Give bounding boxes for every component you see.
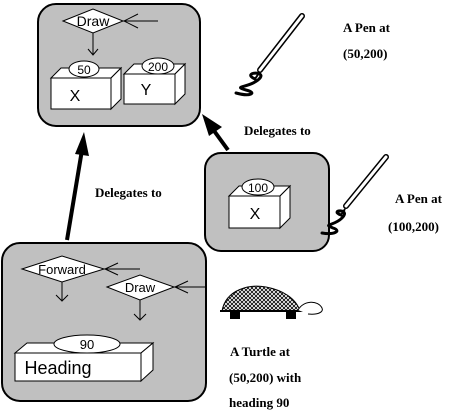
delegates-left-arrow-shaft xyxy=(65,149,84,241)
top-object: Draw 50 X 200 Y xyxy=(37,3,201,127)
pen-middle-caption-line2: (100,200) xyxy=(388,219,439,234)
draw-method-bottom-label: Draw xyxy=(125,280,156,295)
slot-x-top: 50 X xyxy=(49,60,123,111)
delegates-left-arrowhead xyxy=(75,132,89,156)
pen-middle-caption-line1: A Pen at xyxy=(395,191,443,206)
pen-top-caption-line2: (50,200) xyxy=(343,46,387,61)
turtle-icon xyxy=(220,285,323,319)
forward-down-arrowhead xyxy=(55,294,69,302)
slot-y-top-value: 200 xyxy=(148,60,168,74)
delegates-left-label: Delegates to xyxy=(95,185,162,200)
turtle-caption-line1: A Turtle at xyxy=(230,344,291,359)
forward-method-label: Forward xyxy=(38,262,86,277)
draw-method-arrowhead xyxy=(122,13,139,29)
bottom-object: Forward Draw 90 Heading xyxy=(1,242,207,402)
slot-x-middle-value: 100 xyxy=(248,181,268,195)
slot-x-top-value-bubble xyxy=(68,60,100,78)
slot-heading-name: Heading xyxy=(24,358,91,378)
slot-heading-value: 90 xyxy=(80,337,94,352)
turtle-caption-line3: heading 90 xyxy=(229,395,289,410)
draw-bottom-down-arrowhead xyxy=(133,313,147,321)
slot-x-top-name: X xyxy=(70,88,81,105)
pen-top-icon xyxy=(234,13,305,97)
delegates-upper-arrowhead xyxy=(202,114,222,136)
slot-x-middle-value-bubble xyxy=(241,178,275,196)
middle-object: 100 X xyxy=(204,152,330,252)
slot-x-top-value: 50 xyxy=(77,63,91,77)
pen-top-caption-line1: A Pen at xyxy=(343,20,391,35)
delegates-upper-label: Delegates to xyxy=(244,123,311,138)
slot-y-top: 200 Y xyxy=(122,57,187,106)
draw-method-label: Draw xyxy=(77,13,111,29)
turtle-caption-line2: (50,200) with xyxy=(229,370,302,385)
slot-x-middle-name: X xyxy=(250,206,261,223)
slot-heading-value-bubble xyxy=(53,334,121,354)
slot-y-top-value-bubble xyxy=(141,57,175,75)
forward-incoming-arrowhead xyxy=(103,262,119,276)
pen-middle-icon xyxy=(320,154,389,235)
draw-bottom-incoming-arrowhead xyxy=(173,280,189,294)
draw-to-slots-arrowhead xyxy=(87,48,99,56)
slot-y-top-name: Y xyxy=(141,82,152,99)
slot-heading: 90 Heading xyxy=(13,334,155,383)
slot-x-middle: 100 X xyxy=(227,178,292,230)
